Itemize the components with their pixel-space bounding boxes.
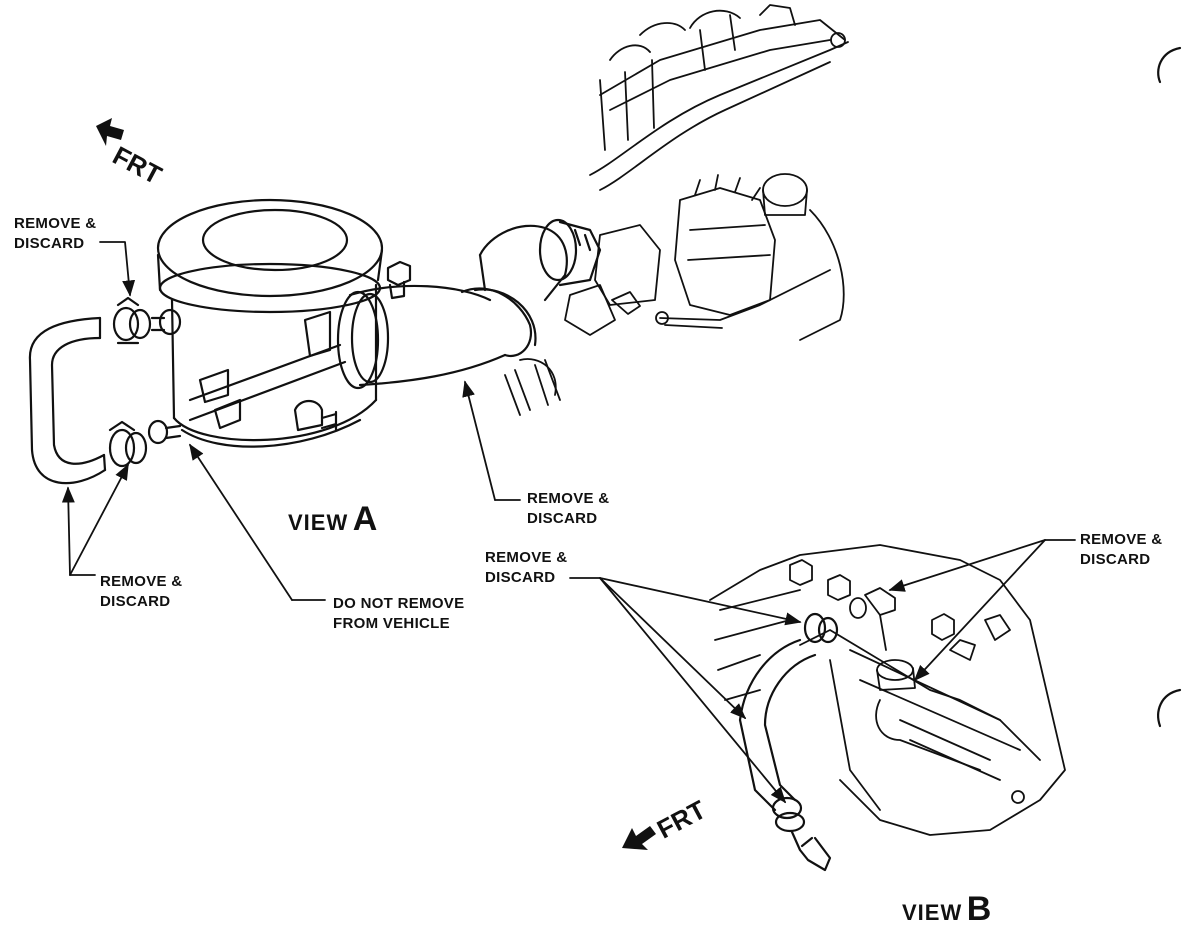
view-b-title: VIEW B (902, 890, 991, 929)
label-do-not-remove: DO NOT REMOVE FROM VEHICLE (333, 594, 464, 634)
binding-mark-top (1157, 46, 1182, 84)
label-line: DISCARD (527, 510, 598, 527)
hose-loop (28, 296, 182, 485)
view-letter: A (352, 500, 378, 538)
label-line: FROM VEHICLE (333, 615, 450, 632)
frt-arrow-a (96, 118, 124, 146)
label-line: REMOVE & (14, 215, 97, 232)
binding-mark-bottom (1157, 688, 1182, 728)
view-word: VIEW (288, 510, 349, 535)
label-line: DISCARD (100, 593, 171, 610)
label-remove-discard-5: REMOVE & DISCARD (1080, 530, 1162, 570)
label-remove-discard-2: REMOVE & DISCARD (100, 572, 182, 612)
label-line: REMOVE & (527, 490, 610, 507)
label-line: DISCARD (14, 235, 85, 252)
label-line: DISCARD (485, 569, 556, 586)
label-line: REMOVE & (485, 549, 568, 566)
valve-cover (709, 544, 1066, 836)
label-remove-discard-1: REMOVE & DISCARD (14, 214, 96, 254)
label-line: REMOVE & (1080, 531, 1163, 548)
frt-arrow-b (622, 826, 656, 850)
air-cleaner-assembly (156, 198, 412, 448)
leaders (61, 241, 1076, 804)
view-a-title: VIEW A (288, 500, 377, 539)
view-word: VIEW (902, 900, 963, 925)
hose-b (738, 612, 839, 872)
intake-duct (336, 218, 602, 390)
label-remove-discard-4: REMOVE & DISCARD (485, 548, 567, 588)
label-remove-discard-3: REMOVE & DISCARD (527, 489, 609, 529)
engine-manifold (504, 4, 849, 416)
label-line: DO NOT REMOVE (333, 595, 465, 612)
view-letter: B (966, 890, 992, 928)
label-line: REMOVE & (100, 573, 183, 590)
label-line: DISCARD (1080, 551, 1151, 568)
